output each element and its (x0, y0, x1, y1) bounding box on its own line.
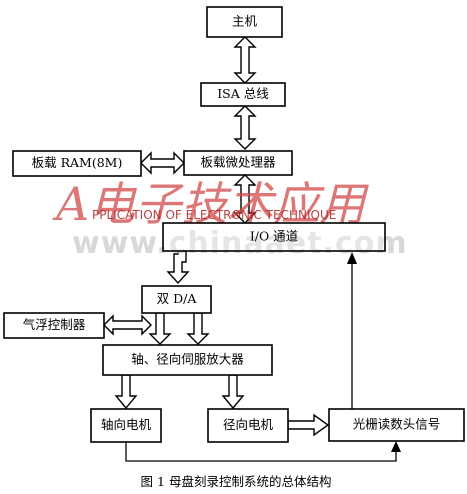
figure-caption: 图 1 母盘刻录控制系统的总体结构 (141, 474, 332, 489)
arrow-da-servo-left (148, 312, 172, 345)
arrow-servo-radial (221, 374, 245, 410)
arrow-radial-grating (287, 413, 330, 437)
node-isa-bus: ISA 总线 (200, 82, 286, 107)
feedback-arrowhead-grating (391, 441, 401, 452)
arrow-host-isa (233, 36, 257, 84)
node-air-float-control-label: 气浮控制器 (23, 317, 86, 332)
node-radial-motor: 径向电机 (207, 408, 289, 443)
node-host: 主机 (206, 6, 283, 38)
watermark-logo: A电子技术应用 (52, 177, 369, 231)
node-host-label: 主机 (232, 14, 258, 29)
node-onboard-mcu: 板载微处理器 (183, 150, 293, 176)
feedback-arrowhead-io (347, 252, 357, 264)
node-io-channel-label: I/O 通道 (250, 229, 299, 244)
node-onboard-ram-label: 板载 RAM(8M) (32, 155, 123, 170)
arrow-airfloat-servo (103, 314, 152, 336)
node-servo-amplifier-label: 轴、径向伺服放大器 (131, 352, 244, 367)
arrow-isa-mcu (233, 105, 257, 150)
node-onboard-mcu-label: 板载微处理器 (200, 155, 276, 170)
arrow-ram-mcu (140, 151, 185, 175)
node-dual-da: 双 D/A (141, 285, 212, 314)
node-dual-da-label: 双 D/A (157, 291, 198, 306)
watermark-url: www.chinaaet.com (72, 226, 408, 261)
arrow-servo-axial (114, 374, 138, 410)
feedback-axial-grating (125, 442, 397, 462)
arrow-io-da (166, 250, 190, 285)
node-io-channel: I/O 通道 (162, 222, 386, 252)
connectors (103, 36, 401, 462)
node-axial-motor: 轴向电机 (90, 408, 162, 443)
node-air-float-control: 气浮控制器 (3, 312, 105, 339)
node-radial-motor-label: 径向电机 (223, 417, 274, 432)
node-isa-bus-label: ISA 总线 (217, 86, 269, 101)
arrow-da-servo-right (186, 312, 210, 345)
watermark: A电子技术应用 PPLICATION OF ELECTRONIC TECHNIQ… (52, 177, 408, 261)
watermark-subtitle: PPLICATION OF ELECTRONIC TECHNIQUE (92, 208, 336, 222)
node-grating-readhead: 光栅读数头信号 (328, 408, 465, 442)
node-axial-motor-label: 轴向电机 (101, 417, 152, 432)
node-servo-amplifier: 轴、径向伺服放大器 (102, 344, 273, 376)
node-grating-readhead-label: 光栅读数头信号 (353, 417, 441, 432)
node-onboard-ram: 板载 RAM(8M) (12, 150, 142, 177)
